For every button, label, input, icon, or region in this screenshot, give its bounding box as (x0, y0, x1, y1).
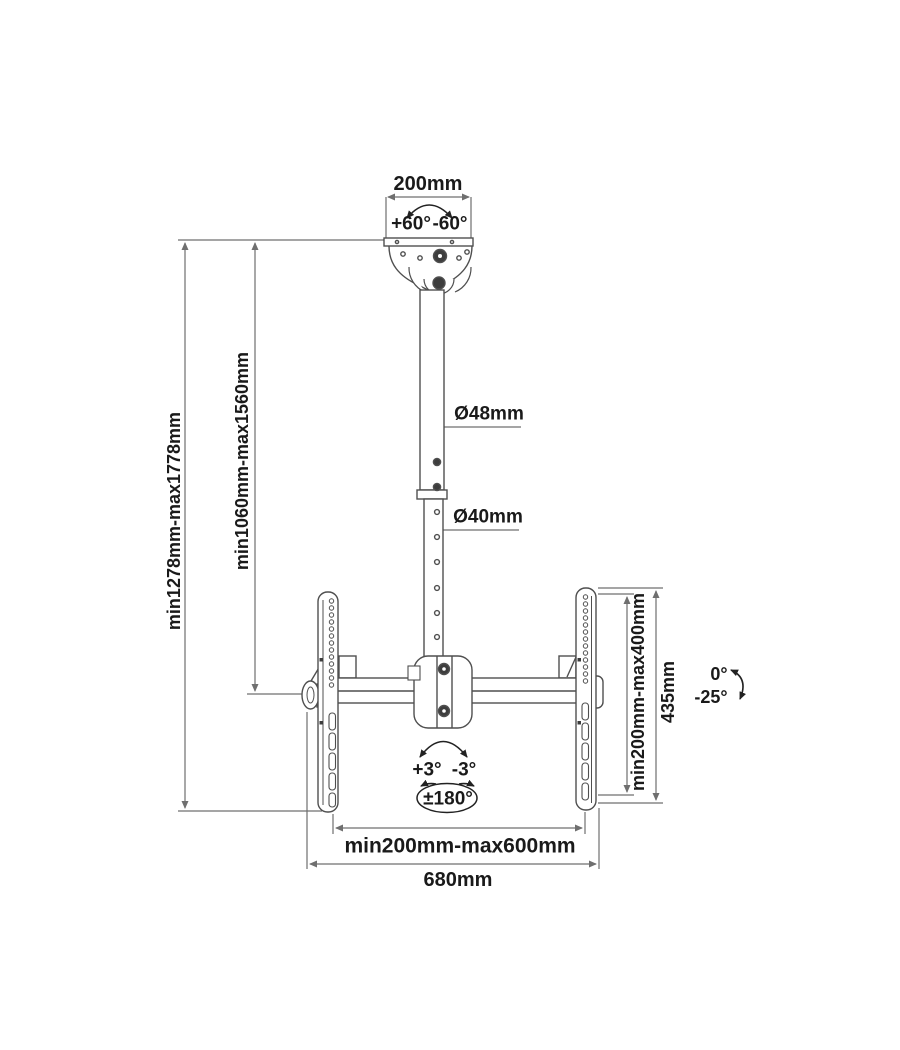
dimension-lines (178, 193, 663, 869)
label-bracket-height: 435mm (658, 660, 678, 724)
label-vesa-height-range: min200mm-max400mm (628, 592, 648, 792)
dim-bracket-height (598, 587, 663, 804)
pole-clamp-hub (407, 655, 473, 729)
dim-vesa-height (598, 593, 634, 796)
label-tilt-lower: -25° (694, 687, 728, 707)
motion-arrows (406, 204, 746, 814)
dim-overall-height (178, 242, 322, 812)
label-lower-pole-diameter: Ø40mm (453, 506, 523, 528)
label-swivel-minus: -60° (432, 213, 468, 235)
vesa-bracket-right (575, 587, 597, 811)
dim-pole-height (247, 242, 303, 695)
mount-drawing (301, 237, 604, 813)
label-level-plus: +3° (412, 759, 442, 781)
label-vesa-width-range: min200mm-max600mm (344, 834, 576, 858)
label-overall-height-range: min1278mm-max1778mm (164, 411, 184, 631)
label-level-minus: -3° (451, 759, 477, 781)
label-tilt-upper: 0° (710, 664, 728, 684)
rotation-arrow-left-icon (420, 779, 437, 787)
label-pole-height-range: min1060mm-max1560mm (232, 351, 252, 571)
ceiling-plate (383, 237, 474, 295)
swivel-arc-icon (406, 204, 453, 219)
dim-ceiling-plate-width (385, 193, 472, 238)
tilt-arc-icon (730, 669, 746, 700)
vesa-bracket-left (317, 591, 339, 813)
label-ceiling-plate-width: 200mm (393, 173, 463, 195)
label-swivel-plus: +60° (391, 213, 431, 235)
label-crossbar-width: 680mm (423, 869, 493, 891)
dim-vesa-width (332, 812, 586, 834)
telescopic-pole (416, 289, 448, 658)
dim-crossbar-width (306, 712, 600, 869)
rotation-ellipse-icon (416, 782, 478, 814)
rotation-arrow-right-icon (458, 779, 475, 787)
label-upper-pole-diameter: Ø48mm (454, 403, 524, 425)
label-rotation-range: ±180° (423, 788, 473, 810)
level-arc-icon (419, 740, 468, 758)
